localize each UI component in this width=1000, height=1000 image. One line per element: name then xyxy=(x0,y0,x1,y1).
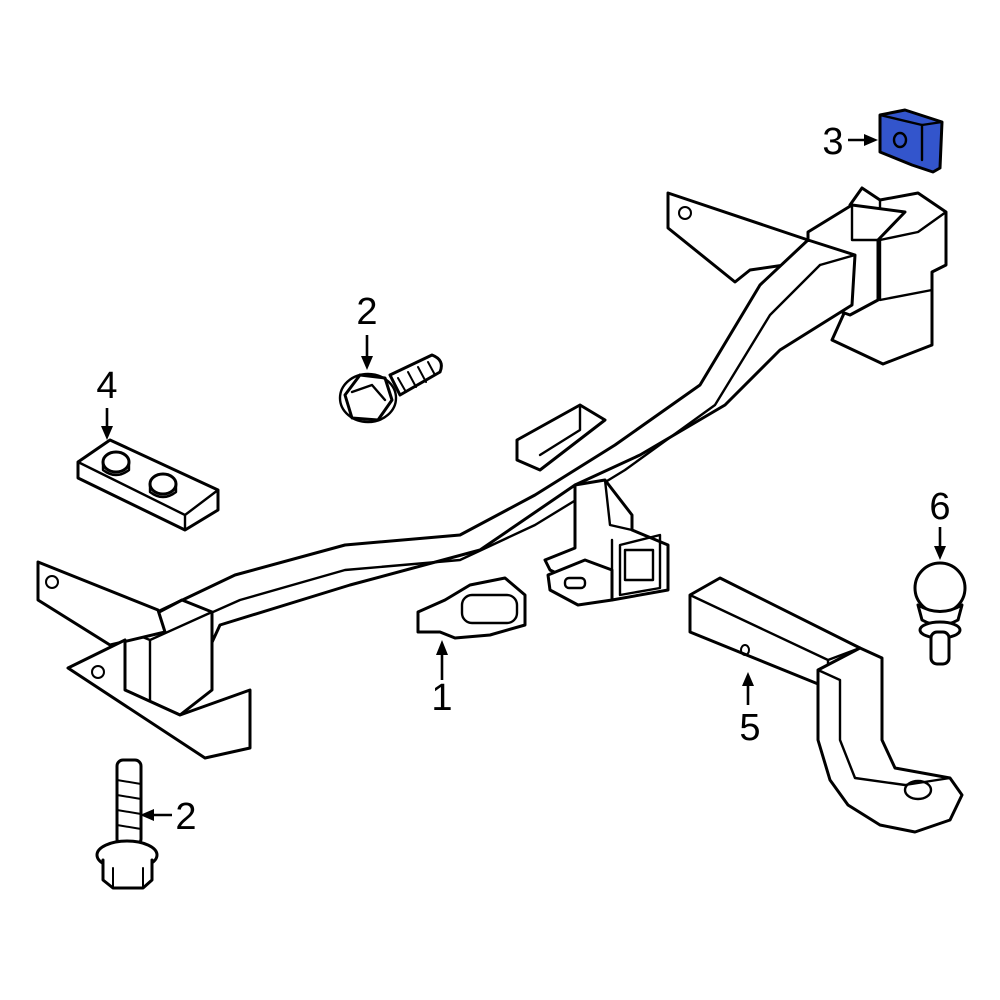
callout-2-upper: 2 xyxy=(356,291,377,333)
hitch-crossmember[interactable] xyxy=(36,186,948,760)
callout-3: 3 xyxy=(822,121,843,163)
callout-arrows xyxy=(101,134,946,821)
callout-6: 6 xyxy=(929,486,950,528)
callout-1: 1 xyxy=(431,677,452,719)
ball-mount[interactable] xyxy=(688,576,964,834)
hitch-ball[interactable] xyxy=(913,561,967,666)
callout-2-lower: 2 xyxy=(175,796,196,838)
nut-plate[interactable] xyxy=(76,438,220,532)
bolt-lower[interactable] xyxy=(95,758,159,890)
bolt-upper[interactable] xyxy=(338,353,443,424)
callout-5: 5 xyxy=(739,707,760,749)
bracket-part-3[interactable] xyxy=(878,108,944,174)
callout-4: 4 xyxy=(96,365,117,407)
